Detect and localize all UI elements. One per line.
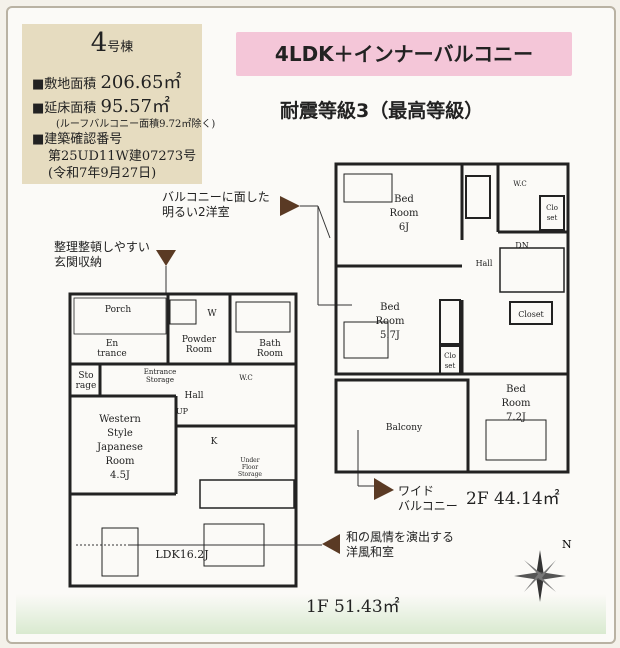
compass-label: N — [562, 538, 572, 551]
svg-text:Room: Room — [375, 316, 405, 327]
svg-text:Style: Style — [107, 428, 133, 439]
building-number: 4号棟 — [90, 28, 134, 58]
svg-text:Storage: Storage — [146, 376, 174, 384]
label-wc-2f: W.C — [513, 180, 527, 188]
svg-text:Room: Room — [186, 345, 213, 355]
svg-text:Room: Room — [501, 398, 531, 409]
label-powder: Powder — [182, 335, 217, 345]
svg-text:Storage: Storage — [238, 471, 262, 478]
label-bed3: Bed — [506, 384, 526, 395]
label-bed2: Bed — [380, 302, 400, 313]
svg-text:Room: Room — [257, 349, 284, 359]
permit-label: ■建築確認番号 — [32, 132, 123, 147]
floor2-area-label: 2F 44.14㎡ — [466, 489, 560, 509]
headline: 4LDK＋インナーバルコニー — [236, 32, 572, 76]
label-hall-1f: Hall — [185, 391, 204, 401]
floor1-plan — [68, 292, 298, 588]
annotation-pointers — [76, 196, 394, 554]
svg-text:7.2J: 7.2J — [506, 412, 526, 423]
label-porch: Porch — [105, 305, 131, 315]
svg-text:4.5J: 4.5J — [110, 470, 130, 481]
svg-text:Japanese: Japanese — [96, 442, 143, 453]
floor1-area-label: 1F 51.43㎡ — [306, 597, 400, 617]
sub-headline: 耐震等級3（最高等級） — [280, 100, 484, 122]
svg-text:6J: 6J — [399, 222, 409, 233]
svg-text:Room: Room — [389, 208, 419, 219]
permit-number: 第25UD11W建07273号 — [48, 149, 197, 164]
site-area: ■敷地面積 206.65㎡ — [32, 72, 182, 93]
compass-icon: N — [514, 538, 572, 602]
svg-text:set: set — [445, 362, 456, 370]
svg-text:Floor: Floor — [242, 464, 258, 471]
label-dn: DN — [515, 241, 528, 250]
annotation-entrance-storage: 整理整頓しやすい玄関収納 — [54, 240, 150, 269]
label-k: K — [211, 437, 218, 447]
annotation-balcony-rooms: バルコニーに面した明るい2洋室 — [162, 190, 270, 219]
svg-text:Clo: Clo — [444, 352, 456, 360]
svg-text:rage: rage — [76, 381, 97, 391]
permit-date: (令和7年9月27日) — [48, 166, 157, 181]
label-western-room: Western — [99, 414, 141, 425]
svg-text:set: set — [547, 214, 558, 222]
label-storage: Sto — [78, 371, 93, 381]
floor2-plan — [334, 162, 570, 474]
floor-area: ■延床面積 95.57㎡ — [32, 96, 170, 117]
label-bed1: Bed — [394, 194, 414, 205]
label-closet-small-2f: Clo — [546, 204, 558, 212]
label-bath: Bath — [259, 339, 281, 349]
label-closet-2f: Closet — [518, 310, 544, 319]
label-entrance-storage: Entrance — [144, 368, 177, 376]
label-balcony: Balcony — [386, 423, 423, 433]
floor-area-note: (ルーフバルコニー面積9.72㎡除く) — [56, 119, 216, 130]
label-hall-2f: Hall — [476, 259, 493, 268]
property-info-box: 4号棟 ■敷地面積 206.65㎡ ■延床面積 95.57㎡ (ルーフバルコニー… — [22, 24, 215, 184]
grass-decoration — [16, 594, 606, 634]
svg-text:trance: trance — [97, 349, 126, 359]
label-entrance: En — [106, 339, 119, 349]
floor1-labels: Porch En trance Sto rage Powder Room Bat… — [76, 305, 284, 561]
label-under-floor: Under — [240, 457, 259, 464]
svg-text:Room: Room — [105, 456, 135, 467]
svg-text:5.7J: 5.7J — [380, 330, 400, 341]
label-ldk: LDK16.2J — [155, 548, 208, 561]
label-wc-1f: W.C — [239, 374, 253, 382]
label-w: W — [207, 309, 217, 319]
floor2-labels: Bed Room 6J Bed Room 5.7J Bed Room 7.2J … — [375, 180, 557, 433]
label-up: UP — [176, 407, 189, 416]
annotation-western-japanese: 和の風情を演出する洋風和室 — [346, 530, 455, 559]
annotation-wide-balcony: ワイドバルコニー — [398, 484, 458, 513]
